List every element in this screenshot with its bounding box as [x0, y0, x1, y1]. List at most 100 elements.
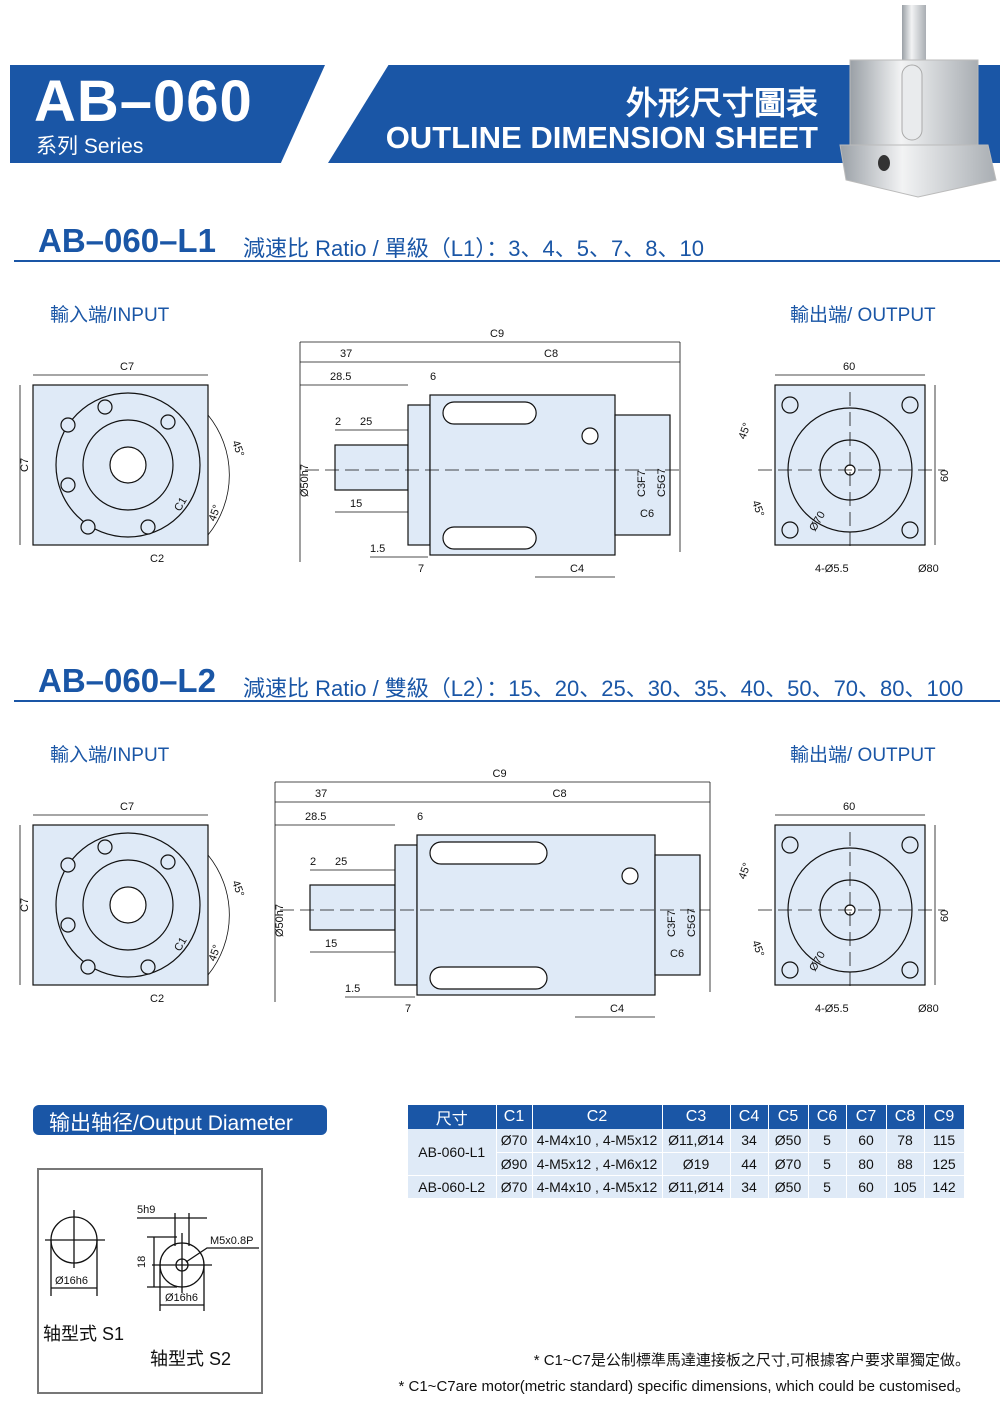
c9-dim: C9 — [490, 328, 504, 340]
column-header: C3 — [662, 1105, 731, 1129]
table-cell: 4-M5x12 , 4-M6x12 — [532, 1152, 663, 1176]
column-header: C5 — [768, 1105, 809, 1129]
table-cell: Ø70 — [768, 1152, 809, 1176]
dim-60-side: 60 — [939, 470, 951, 482]
holes-dim: 4-Ø5.5 — [815, 1003, 849, 1015]
c2-dim: C2 — [150, 993, 164, 1005]
dim-15: 15 — [350, 498, 362, 510]
input-view-label: 輸入端/INPUT — [50, 305, 170, 326]
table-cell: 5 — [808, 1129, 847, 1153]
dim-80: Ø80 — [918, 563, 939, 575]
dim-6: 6 — [417, 811, 423, 823]
note-cn: * C1~C7是公制標準馬達連接板之尺寸,可根據客户要求單獨定做。 — [533, 1352, 970, 1369]
dim-7: 7 — [405, 1003, 411, 1015]
dim-50h7: Ø50h7 — [274, 904, 286, 937]
table-cell: 5 — [808, 1175, 847, 1199]
shaft-types-box — [37, 1168, 263, 1394]
dim-25: 25 — [335, 856, 347, 868]
dim-50h7: Ø50h7 — [299, 464, 311, 497]
angle-dim: 45° — [207, 503, 224, 523]
c8-dim: C8 — [553, 788, 567, 800]
c9-dim: C9 — [493, 768, 507, 780]
output-diameter-heading: 输出轴径/Output Diameter — [33, 1105, 327, 1135]
c7-side-dim: C7 — [19, 898, 31, 912]
series-subtitle: 系列 Series — [36, 135, 144, 158]
column-header: C1 — [496, 1105, 533, 1129]
s1-label: 轴型式 S1 — [43, 1324, 124, 1344]
holes-dim: 4-Ø5.5 — [815, 563, 849, 575]
column-header: 尺寸 — [408, 1105, 497, 1129]
s2-thread: M5x0.8P — [210, 1235, 253, 1247]
note-en: * C1~C7are motor(metric standard) specif… — [398, 1378, 971, 1395]
angle-dim: 45° — [737, 421, 754, 441]
s2-diameter: Ø16h6 — [165, 1292, 198, 1304]
dim-60-top: 60 — [843, 361, 855, 373]
table-cell: 34 — [730, 1175, 769, 1199]
table-cell: 60 — [846, 1175, 887, 1199]
s1-diameter: Ø16h6 — [55, 1275, 88, 1287]
angle-dim: 45° — [207, 943, 224, 963]
section-title: AB–060–L1 — [38, 222, 216, 259]
sheet-title-en: OUTLINE DIMENSION SHEET — [385, 120, 818, 155]
dimension-drawing: C7 C7 45° 45° C1 C2 C9 37 C8 28.5 6 2 25… — [19, 328, 951, 578]
table-cell: Ø11,Ø14 — [662, 1129, 731, 1153]
table-cell: 44 — [730, 1152, 769, 1176]
column-header: C2 — [532, 1105, 663, 1129]
column-header: C8 — [886, 1105, 925, 1129]
c6-dim: C6 — [640, 508, 654, 520]
dim-2: 2 — [335, 416, 341, 428]
output-view-label: 輸出端/ OUTPUT — [790, 745, 936, 766]
table-cell: 34 — [730, 1129, 769, 1153]
table-cell: 125 — [924, 1152, 965, 1176]
table-cell: 88 — [886, 1152, 925, 1176]
ratio-text: 減速比 Ratio / 單級（L1）：3、4、5、7、8、10 — [243, 236, 704, 261]
angle-dim: 45° — [229, 879, 246, 899]
angle-dim: 45° — [749, 939, 766, 959]
table-cell: Ø90 — [496, 1152, 533, 1176]
c2-dim: C2 — [150, 553, 164, 565]
gearbox-product-image — [839, 5, 997, 198]
section-divider — [14, 260, 1000, 262]
c3-dim: C3F7 — [636, 470, 648, 497]
c5-dim: C5G7 — [656, 468, 668, 497]
column-header: C4 — [730, 1105, 769, 1129]
dim-7: 7 — [418, 563, 424, 575]
table-cell: 78 — [886, 1129, 925, 1153]
s2-key-width: 5h9 — [137, 1204, 155, 1216]
angle-dim: 45° — [749, 499, 766, 519]
dimension-drawing: C7 C7 45° 45° C1 C2 C9 37 C8 28.5 6 2 25… — [19, 768, 951, 1018]
table-cell: Ø70 — [496, 1175, 533, 1199]
c7-top-dim: C7 — [120, 801, 134, 813]
c3-dim: C3F7 — [666, 910, 678, 937]
dim-6: 6 — [430, 371, 436, 383]
model-cell: AB-060-L2 — [408, 1175, 497, 1199]
table-cell: 142 — [924, 1175, 965, 1199]
section-title: AB–060–L2 — [38, 662, 216, 699]
shaft-types-drawing: Ø16h6 5h9 18 M5x0.8P Ø16h6 轴型式 S1 轴型式 S2 — [43, 1204, 259, 1369]
section-divider — [14, 700, 1000, 702]
series-title: AB–060 — [34, 69, 253, 134]
c7-side-dim: C7 — [19, 458, 31, 472]
c8-dim: C8 — [544, 348, 558, 360]
ratio-text: 減速比 Ratio / 雙級（L2）：15、20、25、30、35、40、50、… — [243, 676, 964, 701]
column-header: C9 — [924, 1105, 965, 1129]
dim-60-side: 60 — [939, 910, 951, 922]
dim-28-5: 28.5 — [330, 371, 351, 383]
table-cell: 4-M4x10 , 4-M5x12 — [532, 1129, 663, 1153]
dim-1-5: 1.5 — [370, 543, 385, 555]
dim-80: Ø80 — [918, 1003, 939, 1015]
table-cell: Ø19 — [662, 1152, 731, 1176]
series-banner — [10, 65, 325, 163]
table-cell: 80 — [846, 1152, 887, 1176]
table-cell: Ø11,Ø14 — [662, 1175, 731, 1199]
output-view-label: 輸出端/ OUTPUT — [790, 305, 936, 326]
table-cell: 4-M4x10 , 4-M5x12 — [532, 1175, 663, 1199]
sheet-title-cn: 外形尺寸圖表 — [625, 85, 818, 121]
angle-dim: 45° — [737, 861, 754, 881]
c5-dim: C5G7 — [686, 908, 698, 937]
dim-15: 15 — [325, 938, 337, 950]
